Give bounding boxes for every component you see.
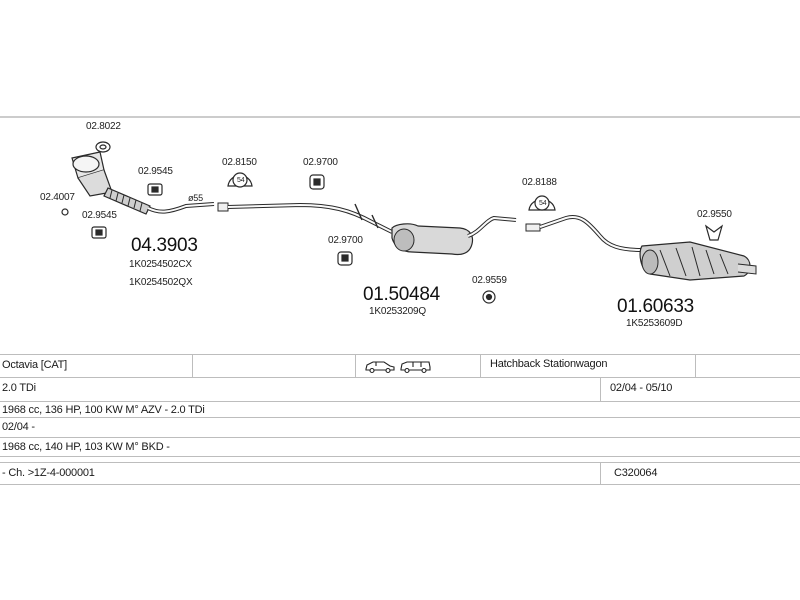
hatchback-car-icon xyxy=(365,361,395,374)
engine-spec-2: 1968 cc, 140 HP, 103 KW M° BKD - xyxy=(2,441,170,453)
oem-number: 1K0253209Q xyxy=(369,306,426,317)
middle-pipe-assembly xyxy=(217,202,517,256)
oem-number: 1K0254502CX xyxy=(129,259,192,270)
oem-number: 1K5253609D xyxy=(626,318,683,329)
chassis-cell: - Ch. >1Z-4-000001 xyxy=(2,467,95,479)
table-line xyxy=(0,456,800,457)
period-cell: 02/04 - 05/10 xyxy=(610,382,673,394)
assembly-number-rear: 01.60633 xyxy=(617,296,694,317)
table-line xyxy=(0,437,800,438)
engine-cell: 2.0 TDi xyxy=(2,382,36,394)
table-divider xyxy=(600,462,601,484)
assembly-number-middle: 01.50484 xyxy=(363,284,440,305)
table-line xyxy=(0,377,800,378)
small-parts xyxy=(61,141,724,304)
part-label-029559: 02.9559 xyxy=(472,275,507,286)
table-line xyxy=(0,401,800,402)
part-label-028188: 02.8188 xyxy=(522,177,557,188)
model-cell: Octavia [CAT] xyxy=(2,359,68,371)
exhaust-drawing xyxy=(0,116,800,304)
front-pipe-assembly xyxy=(71,151,215,215)
oem-numbers-middle: 1K0253209Q xyxy=(369,306,426,317)
part-label-028022: 02.8022 xyxy=(86,121,121,132)
table-divider xyxy=(355,354,356,377)
table-line xyxy=(0,417,800,418)
table-divider xyxy=(600,377,601,401)
oem-numbers-front: 1K0254502CX 1K0254502QX xyxy=(129,259,193,288)
clamp-size-label-b: 54 xyxy=(539,200,547,207)
pipe-diameter-label: ø55 xyxy=(188,193,203,203)
table-divider xyxy=(695,354,696,377)
oem-numbers-rear: 1K5253609D xyxy=(626,318,683,329)
part-label-024007: 02.4007 xyxy=(40,192,75,203)
part-label-029550: 02.9550 xyxy=(697,209,732,220)
part-label-029700-a: 02.9700 xyxy=(303,157,338,168)
part-label-029545-a: 02.9545 xyxy=(138,166,173,177)
clamp-size-label-a: 54 xyxy=(237,177,245,184)
from-date-cell: 02/04 - xyxy=(2,421,35,433)
catalog-code-cell: C320064 xyxy=(614,467,658,479)
body-types-cell: Hatchback Stationwagon xyxy=(490,358,608,370)
oem-number: 1K0254502QX xyxy=(129,277,193,288)
engine-spec-1: 1968 cc, 136 HP, 100 KW M° AZV - 2.0 TDi xyxy=(2,404,205,416)
rear-pipe-assembly xyxy=(525,215,757,281)
table-line xyxy=(0,354,800,355)
part-label-029700-b: 02.9700 xyxy=(328,235,363,246)
table-line xyxy=(0,462,800,463)
table-divider xyxy=(192,354,193,377)
body-type-icons xyxy=(365,361,431,374)
part-label-028150: 02.8150 xyxy=(222,157,257,168)
exhaust-system-diagram: 02.8022 02.4007 02.9545 02.9545 02.8150 … xyxy=(0,116,800,329)
table-divider xyxy=(480,354,481,377)
stationwagon-car-icon xyxy=(400,361,431,374)
part-label-029545-b: 02.9545 xyxy=(82,210,117,221)
assembly-number-front: 04.3903 xyxy=(131,235,198,256)
table-line xyxy=(0,484,800,485)
